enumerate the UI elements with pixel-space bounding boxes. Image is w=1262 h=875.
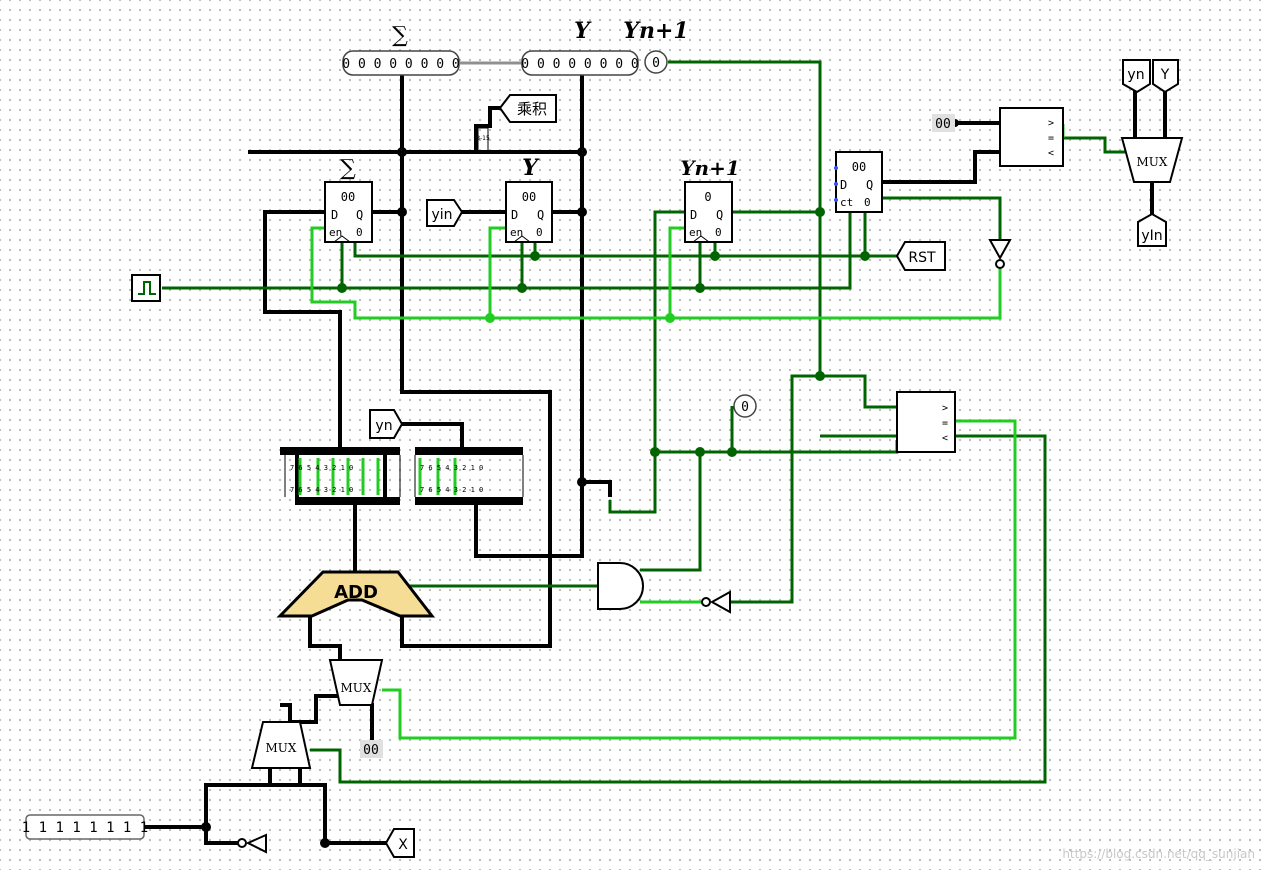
mid-probe[interactable]: 0 [733,394,757,418]
y-reg-label: Y [522,155,540,181]
splitter: 8-15 [476,127,490,153]
mux-mid[interactable]: MUX [328,659,384,706]
yin-out-tunnel[interactable]: yIn [1137,212,1167,247]
y-reg-q: Q [537,208,544,222]
mux-mid-label: MUX [341,681,372,695]
x-tunnel-label: X [398,837,408,853]
sigma-top-label: ∑ [392,23,408,48]
adder[interactable]: ADD [276,570,436,618]
sigma-probe[interactable]: 0 0 0 0 0 0 0 0 [342,50,460,76]
yin-tunnel-label: yin [431,207,452,223]
const-00-top-value: 00 [935,117,951,132]
svg-text:=: = [942,418,948,429]
svg-text:8-15: 8-15 [476,135,490,142]
yn-tunnel-label: yn [375,418,392,434]
not-gate-right[interactable] [988,239,1012,269]
y-reg-value: 00 [522,190,536,204]
y-top-label: Y [574,18,592,44]
svg-text:=: = [1048,133,1054,144]
svg-text:7 6 5 4 3 2 1 0: 7 6 5 4 3 2 1 0 [420,486,483,494]
comparator-top[interactable]: > = < [999,107,1064,167]
svg-text:7 6 5 4 3 2 1 0: 7 6 5 4 3 2 1 0 [290,464,353,472]
y-register[interactable]: 00 D Q en 0 [505,181,553,243]
ctr-reg-zero: 0 [864,196,871,209]
const-ones-value: 1 1 1 1 1 1 1 1 [22,820,148,836]
yn1-reg-q: Q [716,208,723,222]
const-00-top[interactable]: 00 [932,114,955,132]
const-00-bottom-value: 00 [363,743,379,758]
const-00-bottom[interactable]: 00 [360,740,383,758]
yn-out-tunnel[interactable]: yn [1122,59,1151,94]
rst-tunnel[interactable]: RST [895,241,946,271]
rst-tunnel-label: RST [908,250,936,266]
svg-text:>: > [1048,118,1054,129]
junctions [201,119,959,848]
svg-text:7 6 5 4 3 2 1 0: 7 6 5 4 3 2 1 0 [420,464,483,472]
svg-text:<: < [1048,148,1054,159]
and-gate[interactable] [597,562,644,610]
svg-text:>: > [942,403,948,414]
yn-out-label: yn [1127,67,1144,83]
not-gate-mid[interactable] [701,590,731,614]
const-ones[interactable]: 1 1 1 1 1 1 1 1 [22,814,148,840]
yn1-probe-value: 0 [652,56,660,71]
sigma-reg-label: ∑ [340,156,356,181]
y-out-label: Y [1160,67,1170,83]
ctr-reg-ct: ct [840,196,853,209]
comparator-mid[interactable]: > = < [896,391,956,453]
mid-probe-value: 0 [741,400,749,415]
yn1-register[interactable]: 0 D Q en 0 [684,181,733,243]
yin-out-label: yIn [1141,228,1162,244]
x-tunnel[interactable]: X [384,828,415,858]
yn1-reg-en: en [689,226,702,239]
yn1-probe[interactable]: 0 [644,50,668,74]
mux-low-label: MUX [266,741,297,755]
yn1-reg-label: Yn+1 [680,156,740,180]
sigma-probe-value: 0 0 0 0 0 0 0 0 [342,57,459,72]
y-probe-value: 0 0 0 0 0 0 0 0 [521,57,638,72]
y-probe[interactable]: 0 0 0 0 0 0 0 0 [521,50,639,76]
yn1-reg-zero: 0 [715,226,722,239]
sigma-reg-q: Q [356,208,363,222]
mux-top-label: MUX [1137,155,1168,169]
sigma-register[interactable]: 00 D Q en 0 [324,181,373,243]
counter-register[interactable]: 00 D Q ct 0 [834,151,883,213]
black-bus-wires [142,61,1167,845]
product-tunnel[interactable]: 乘积 [498,94,557,123]
sigma-reg-d: D [331,208,338,222]
watermark: https://blog.csdn.net/qq_sunjian [1062,847,1255,861]
yn1-top-label: Yn+1 [623,18,688,44]
adder-label: ADD [334,582,378,603]
yn1-reg-value: 0 [704,190,711,204]
svg-text:7 6 5 4 3 2 1 0: 7 6 5 4 3 2 1 0 [290,486,353,494]
y-reg-zero: 0 [536,226,543,239]
sigma-reg-zero: 0 [356,226,363,239]
mux-low[interactable]: MUX [250,721,312,769]
y-out-tunnel[interactable]: Y [1152,59,1179,94]
ctr-reg-d: D [840,178,847,192]
yn1-reg-d: D [690,208,697,222]
y-reg-en: en [510,226,523,239]
ctr-reg-value: 00 [852,160,866,174]
mux-top-right[interactable]: MUX [1120,137,1184,183]
not-gate-bottom[interactable] [237,833,267,854]
bit-shifter: 7 6 5 4 3 2 1 0 7 6 5 4 3 2 1 0 7 6 5 4 … [280,447,524,505]
yin-tunnel[interactable]: yin [426,199,464,227]
sigma-reg-en: en [329,226,342,239]
light-green-wires [298,124,1065,740]
y-reg-d: D [511,208,518,222]
sigma-reg-value: 00 [341,190,355,204]
yn-tunnel[interactable]: yn [369,409,404,439]
product-tunnel-label: 乘积 [517,100,547,118]
svg-text:<: < [942,433,948,444]
ctr-reg-q: Q [866,178,873,192]
clock-input[interactable] [131,274,161,302]
